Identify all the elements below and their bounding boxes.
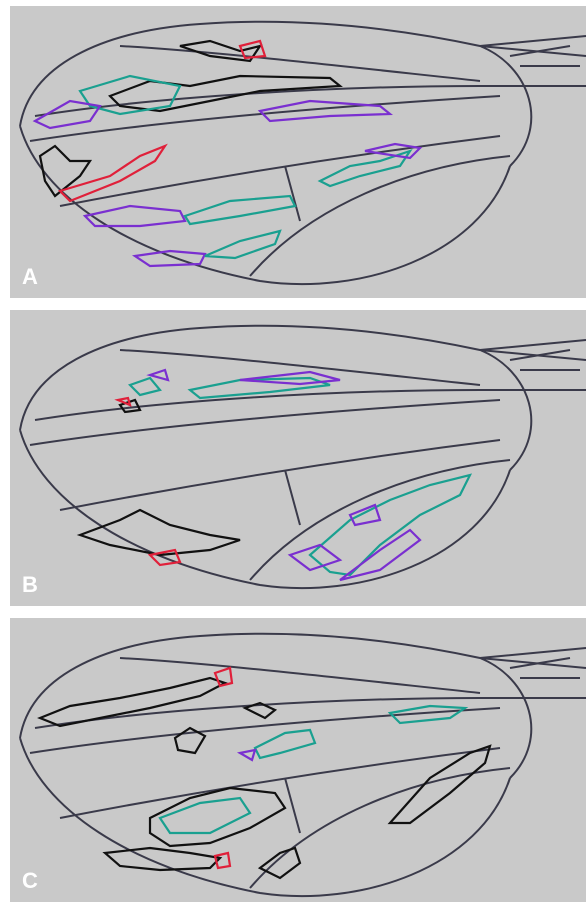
clone-black (40, 678, 225, 726)
panel-label-c: C (22, 870, 38, 892)
clone-teal (310, 475, 470, 575)
hinge (480, 340, 586, 390)
wing-outline-icon (10, 618, 586, 902)
clone-teal (130, 378, 160, 395)
cross-vein (285, 166, 300, 221)
vein-l4 (60, 440, 500, 510)
wing-outline-icon (10, 6, 586, 298)
vein-l5 (250, 156, 510, 276)
panel-label-b: B (22, 574, 38, 596)
vein-l1 (120, 46, 480, 81)
vein-l3 (30, 400, 500, 445)
clone-purple (135, 251, 205, 266)
cross-vein (285, 470, 300, 525)
clone-black (390, 746, 490, 823)
wing-panel-c: C (10, 618, 586, 902)
hinge (480, 36, 586, 86)
clone-purple (350, 505, 380, 525)
clone-purple (240, 750, 255, 760)
clone-teal (255, 730, 315, 758)
clone-purple (150, 370, 168, 380)
clone-black (105, 848, 220, 870)
clone-teal (205, 231, 280, 258)
vein-l4 (60, 136, 500, 206)
wing-panel-a: A (10, 6, 586, 298)
clone-black (80, 510, 240, 555)
cross-vein (285, 778, 300, 833)
clone-red (215, 853, 230, 868)
vein-l1 (120, 350, 480, 385)
clone-black (110, 76, 340, 111)
clone-purple (290, 545, 340, 570)
wing-outline-icon (10, 310, 586, 606)
clone-teal (160, 798, 250, 833)
clone-purple (85, 206, 185, 226)
clone-black (260, 848, 300, 878)
vein-l4 (60, 748, 500, 818)
vein-l3 (30, 96, 500, 141)
wing-panel-b: B (10, 310, 586, 606)
clone-teal (185, 196, 295, 224)
clone-purple (35, 101, 100, 128)
vein-l3 (30, 708, 500, 753)
hinge (480, 648, 586, 698)
panel-label-a: A (22, 266, 38, 288)
clone-red (60, 146, 165, 201)
